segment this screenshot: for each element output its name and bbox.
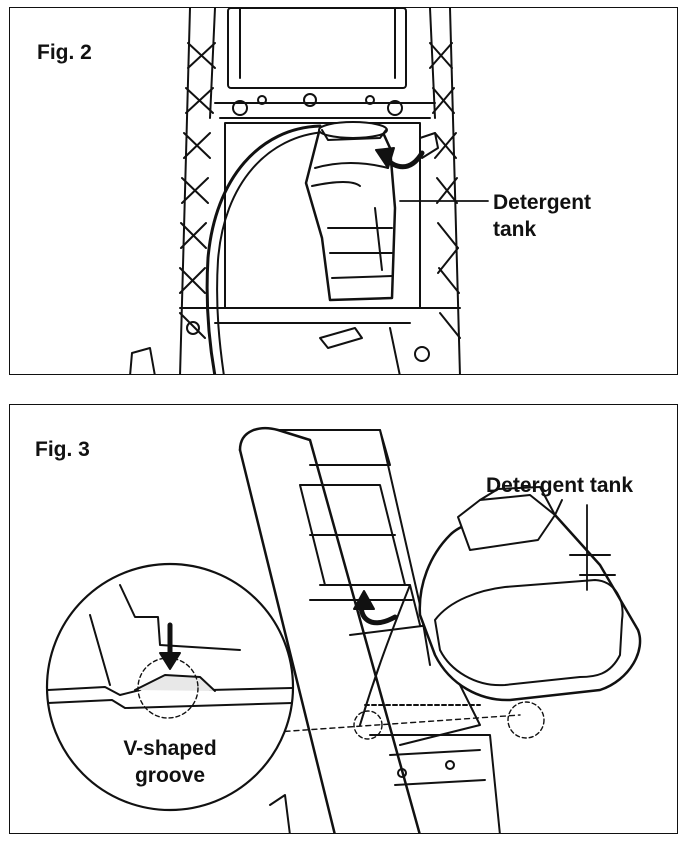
detergent-tank-callout-fig3: Detergent tank — [486, 474, 634, 497]
groove-label-line-2: groove — [134, 764, 205, 787]
callout-line-1: Detergent — [493, 191, 592, 214]
figure-3-label: Fig. 3 — [35, 438, 90, 461]
figure-3-panel: Fig. 3 Detergent tank V-shaped groove — [9, 404, 678, 834]
v-shaped-groove-label: V-shaped groove — [90, 735, 250, 789]
detergent-tank-callout-fig2: Detergent tank — [493, 189, 591, 243]
groove-label-line-1: V-shaped — [123, 737, 217, 760]
figure-3-illustration — [45, 426, 642, 833]
callout-line-2: tank — [493, 218, 537, 241]
figure-2-illustration — [129, 8, 489, 374]
figure-2-panel: Fig. 2 Detergent tank — [9, 7, 678, 375]
figure-2-label: Fig. 2 — [37, 41, 92, 64]
